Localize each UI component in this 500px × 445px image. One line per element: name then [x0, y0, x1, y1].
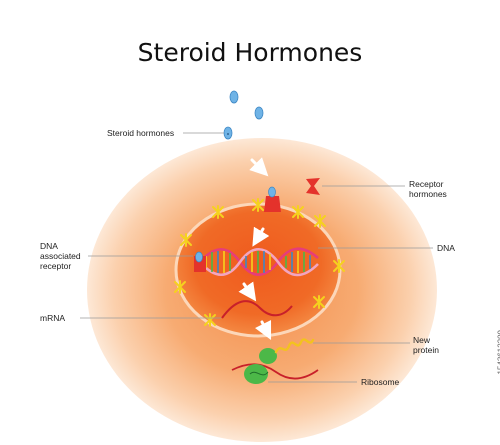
ribosome	[244, 348, 277, 384]
hormone-molecule	[229, 90, 239, 104]
receptor-hormone	[306, 178, 320, 195]
mrna-cytoplasm	[231, 363, 319, 380]
label-dna: DNA	[437, 243, 455, 253]
page-title: Steroid Hormones	[137, 38, 363, 67]
dna-associated-receptor	[194, 251, 206, 272]
new-protein	[274, 338, 315, 354]
mrna-strand	[221, 300, 293, 319]
label-dna-associated-receptor: DNA associated receptor	[40, 241, 81, 271]
label-steroid-hormones: Steroid hormones	[107, 128, 175, 138]
membrane-proteins	[174, 198, 345, 327]
label-mrna: mRNA	[40, 313, 66, 323]
label-receptor-hormones: Receptor hormones	[409, 179, 447, 199]
hormone-receptor-complex	[264, 186, 281, 212]
label-new-protein: New protein	[413, 335, 439, 355]
hormone-molecule	[223, 126, 233, 140]
hormone-molecule	[254, 106, 264, 120]
dna-helix	[199, 247, 319, 277]
stock-id-watermark: 1543612299	[496, 330, 500, 375]
leader-lines	[80, 132, 433, 383]
label-ribosome: Ribosome	[361, 377, 400, 387]
pathway-arrows	[238, 157, 272, 341]
